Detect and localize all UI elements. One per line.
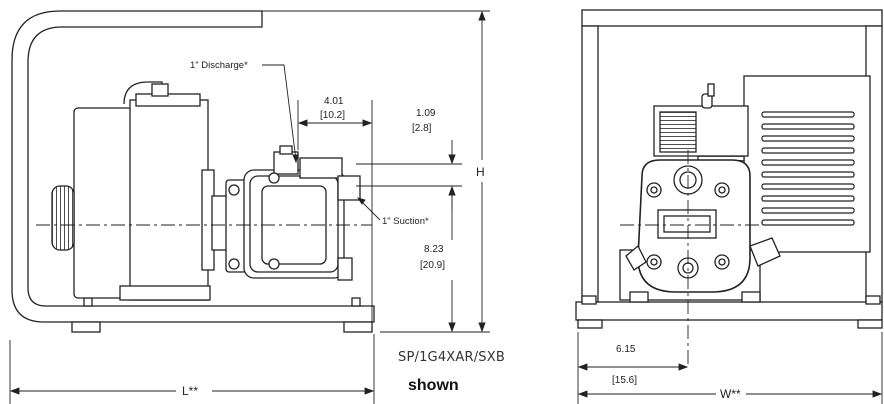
height-label: H [476,165,485,179]
dim-4-01-cm: [10.2] [320,110,345,121]
front-dimensions [577,332,883,404]
roll-cage-frame [11,10,375,323]
engine-side [51,81,215,301]
dim-8-23-in: 8.23 [424,244,444,255]
dim-6-15-in: 6.15 [616,344,636,355]
dim-6-15-cm: [15.6] [612,375,637,386]
discharge-label: 1" Discharge* [190,60,248,71]
left-foot [71,321,101,333]
front-frame-top [581,9,883,27]
suction-label: 1" Suction* [382,216,429,227]
dim-1-09-cm: [2.8] [412,123,432,134]
right-foot [343,321,373,333]
side-view [11,10,462,333]
dim-8-23-cm: [20.9] [420,260,445,271]
width-label: W** [720,387,741,401]
dim-4-01-in: 4.01 [324,96,344,107]
dim-1-09-in: 1.09 [416,108,436,119]
shown-caption: shown [408,377,459,394]
side-dimension-text: 1" Discharge* 1" Suction* 4.01 [10.2] 1.… [182,60,485,398]
model-caption: SP/1G4XAR/SXB [398,350,505,365]
side-dimensions [9,10,490,404]
length-label: L** [182,384,198,398]
pump-side [211,145,361,281]
front-dimension-text: 6.15 [15.6] W** [612,344,741,401]
front-view [575,9,883,368]
recoil-fins [51,185,75,251]
